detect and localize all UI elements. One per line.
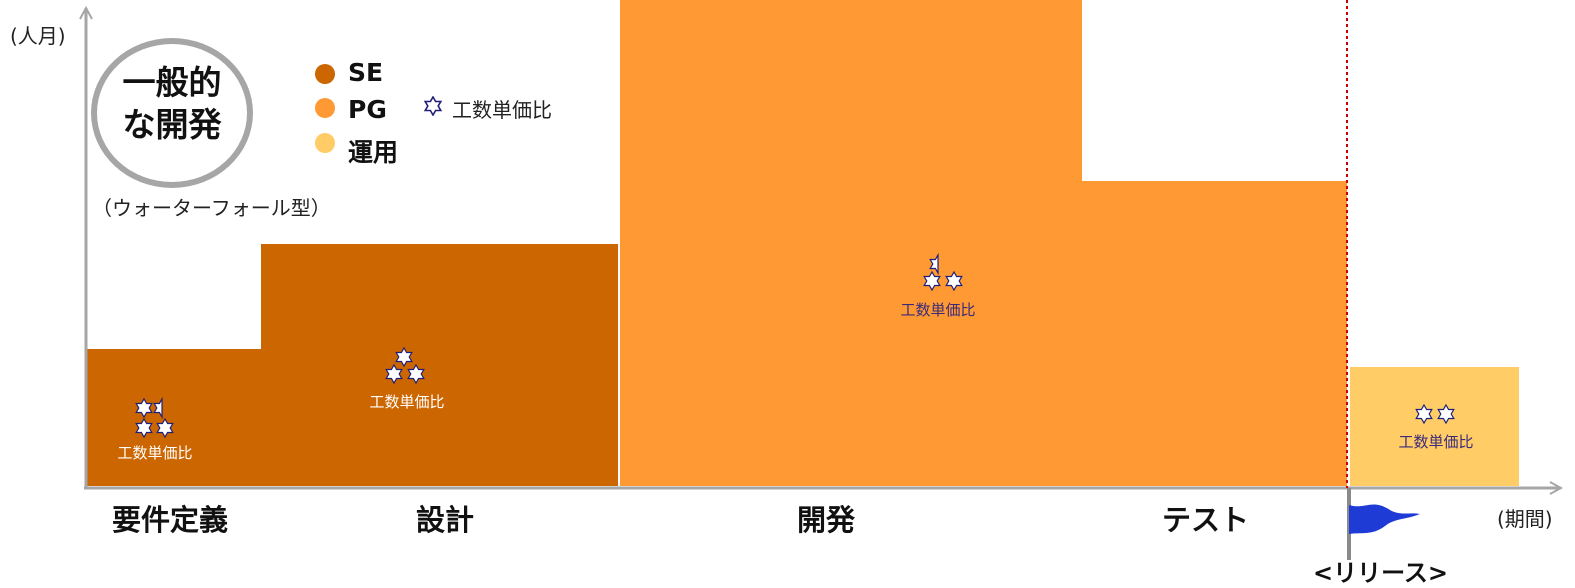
legend-label-se: SE [348,58,384,87]
half-star-icon [153,396,163,420]
star-group-operation [1415,403,1455,425]
legend-star-icon [423,96,443,116]
star-icon [945,270,963,292]
legend-dot-se [315,64,335,84]
x-axis-unit-label: (期間) [1497,507,1553,531]
release-flag-icon [1347,488,1420,560]
block-development [620,0,1082,486]
half-star-icon [929,252,939,276]
method-subtitle: （ウォーターフォール型） [92,196,331,220]
star-icon [395,346,413,368]
title-badge: 一般的 な開発 [91,62,253,146]
star-icon [135,417,153,439]
legend-label-pg: PG [348,95,387,124]
ratio-label-development: 工数単価比 [900,301,976,319]
star-icon [156,417,174,439]
star-group-design [385,346,425,385]
star-group-development [923,252,963,292]
title-badge-line2: な開発 [122,105,222,144]
phase-label-test: テスト [1162,503,1250,537]
star-icon [1415,403,1433,425]
release-label: <リリース> [1313,559,1449,587]
legend-dot-pg [315,98,335,118]
legend-label-ops: 運用 [348,138,399,167]
y-axis-unit-label: (人月) [10,24,66,48]
ratio-label-design: 工数単価比 [369,393,445,411]
star-icon [385,363,403,385]
star-icon [135,397,153,419]
block-design [261,244,618,486]
block-operation [1350,367,1519,486]
legend-dot-ops [315,133,335,153]
star-icon [407,363,425,385]
star-icon [1437,403,1455,425]
ratio-label-requirements: 工数単価比 [117,444,193,462]
block-test [1082,181,1347,486]
title-badge-ring [91,38,253,188]
phase-label-requirements: 要件定義 [112,503,229,537]
star-group-requirements [135,396,174,439]
title-badge-line1: 一般的 [122,63,222,102]
block-requirements [86,349,261,486]
legend-star-label: 工数単価比 [452,98,552,122]
ratio-label-operation: 工数単価比 [1398,433,1474,451]
phase-label-development: 開発 [797,503,856,537]
phase-label-design: 設計 [416,503,475,537]
star-icon [923,270,941,292]
